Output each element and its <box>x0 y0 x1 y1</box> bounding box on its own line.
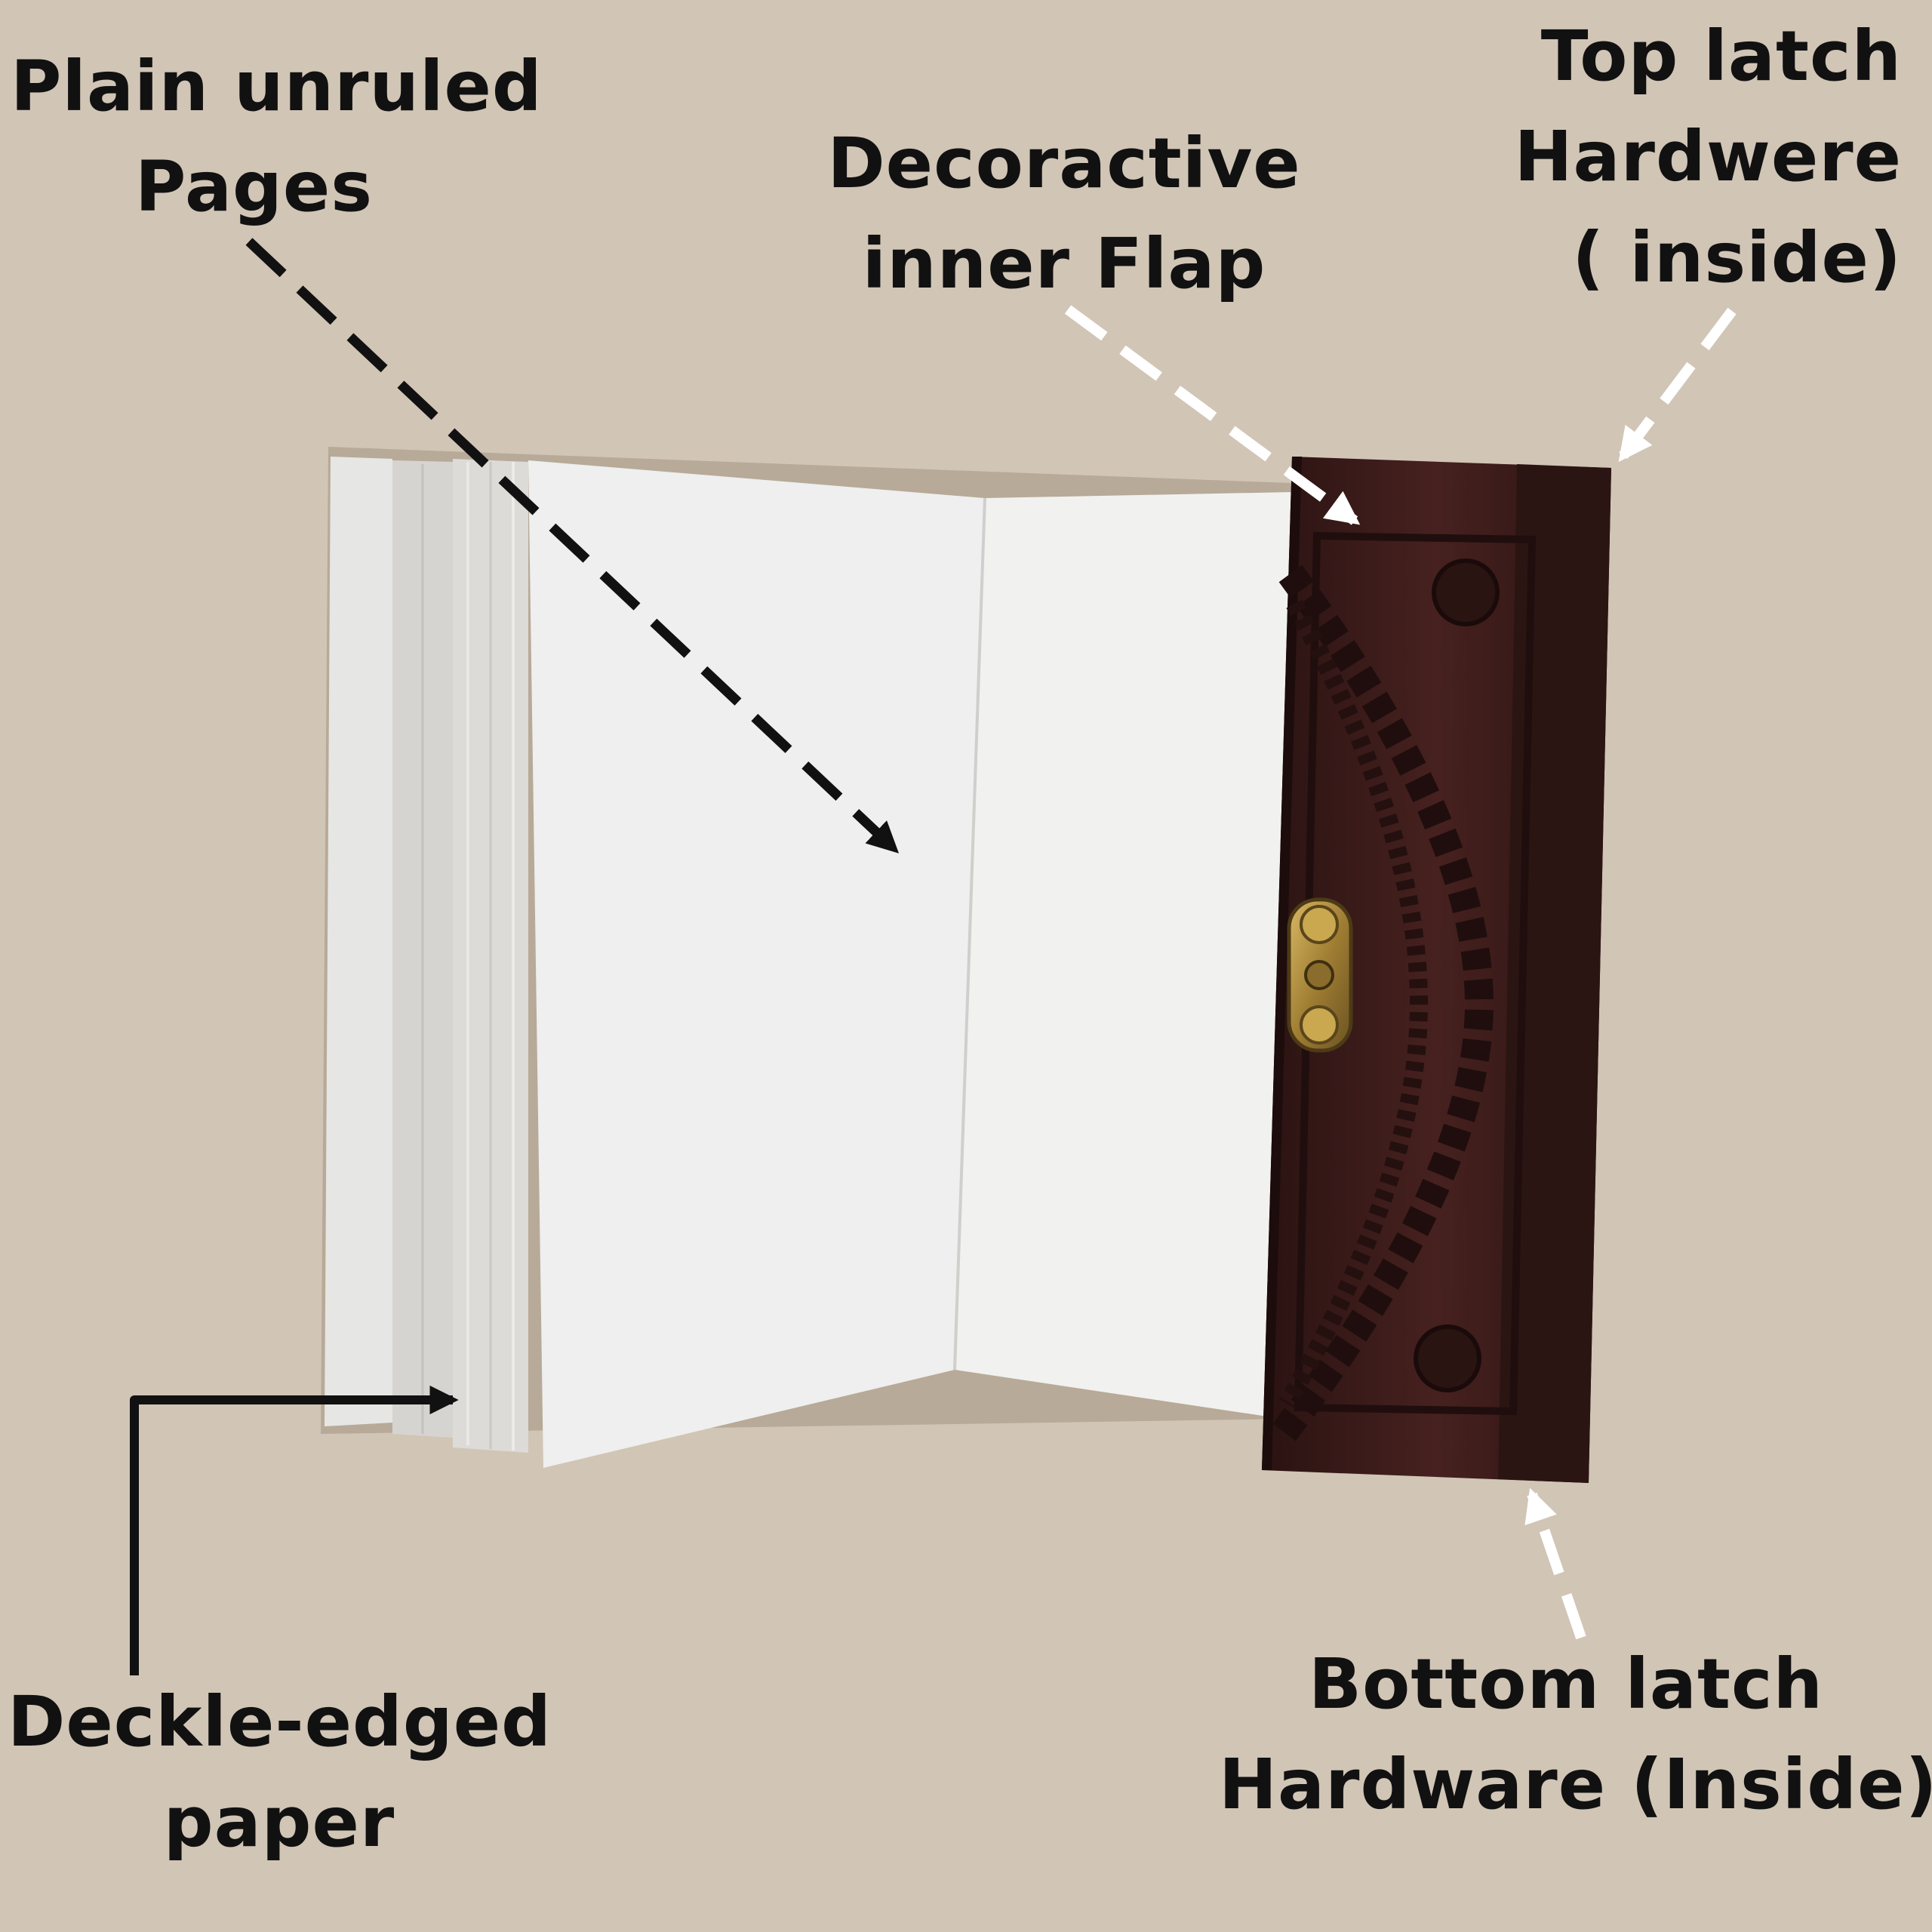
left-page-block <box>325 457 528 1453</box>
label-plain-pages-line2: Pages <box>135 146 374 228</box>
right-open-page <box>953 492 1292 1419</box>
label-plain-pages: Plain unruled Pages <box>11 36 543 238</box>
arrow-top-latch <box>1618 307 1737 463</box>
label-deckle-paper-line1: Deckle-edged <box>8 1681 552 1762</box>
label-top-latch-line1: Top latch <box>1540 16 1902 97</box>
left-open-page <box>528 460 985 1468</box>
label-deckle-paper: Deckle-edged paper <box>8 1672 551 1873</box>
label-plain-pages-line1: Plain unruled <box>11 46 543 127</box>
label-inner-flap-line2: inner Flap <box>862 223 1266 305</box>
label-bottom-latch-line1: Bottom latch <box>1308 1644 1823 1724</box>
label-top-latch-line3: ( inside) <box>1572 217 1902 298</box>
brass-latch-icon <box>1287 897 1353 1053</box>
label-deckle-paper-line2: paper <box>163 1782 395 1863</box>
leather-flap <box>1262 457 1611 1483</box>
label-bottom-latch-line2: Hardware (Inside) <box>1219 1744 1932 1826</box>
arrow-inner-flap <box>1064 305 1361 525</box>
arrow-plain-pages <box>245 238 900 854</box>
label-bottom-latch: Bottom latch Hardware (Inside) <box>1219 1634 1932 1835</box>
label-top-latch-line2: Hardwere <box>1514 116 1902 198</box>
label-inner-flap-line1: Decoractive <box>827 123 1301 204</box>
label-inner-flap: Decoractive inner Flap <box>815 113 1313 315</box>
arrow-deckle-paper <box>130 1385 459 1675</box>
arrow-bottom-latch <box>1524 1487 1586 1640</box>
label-top-latch: Top latch Hardwere ( inside) <box>1419 6 1902 308</box>
